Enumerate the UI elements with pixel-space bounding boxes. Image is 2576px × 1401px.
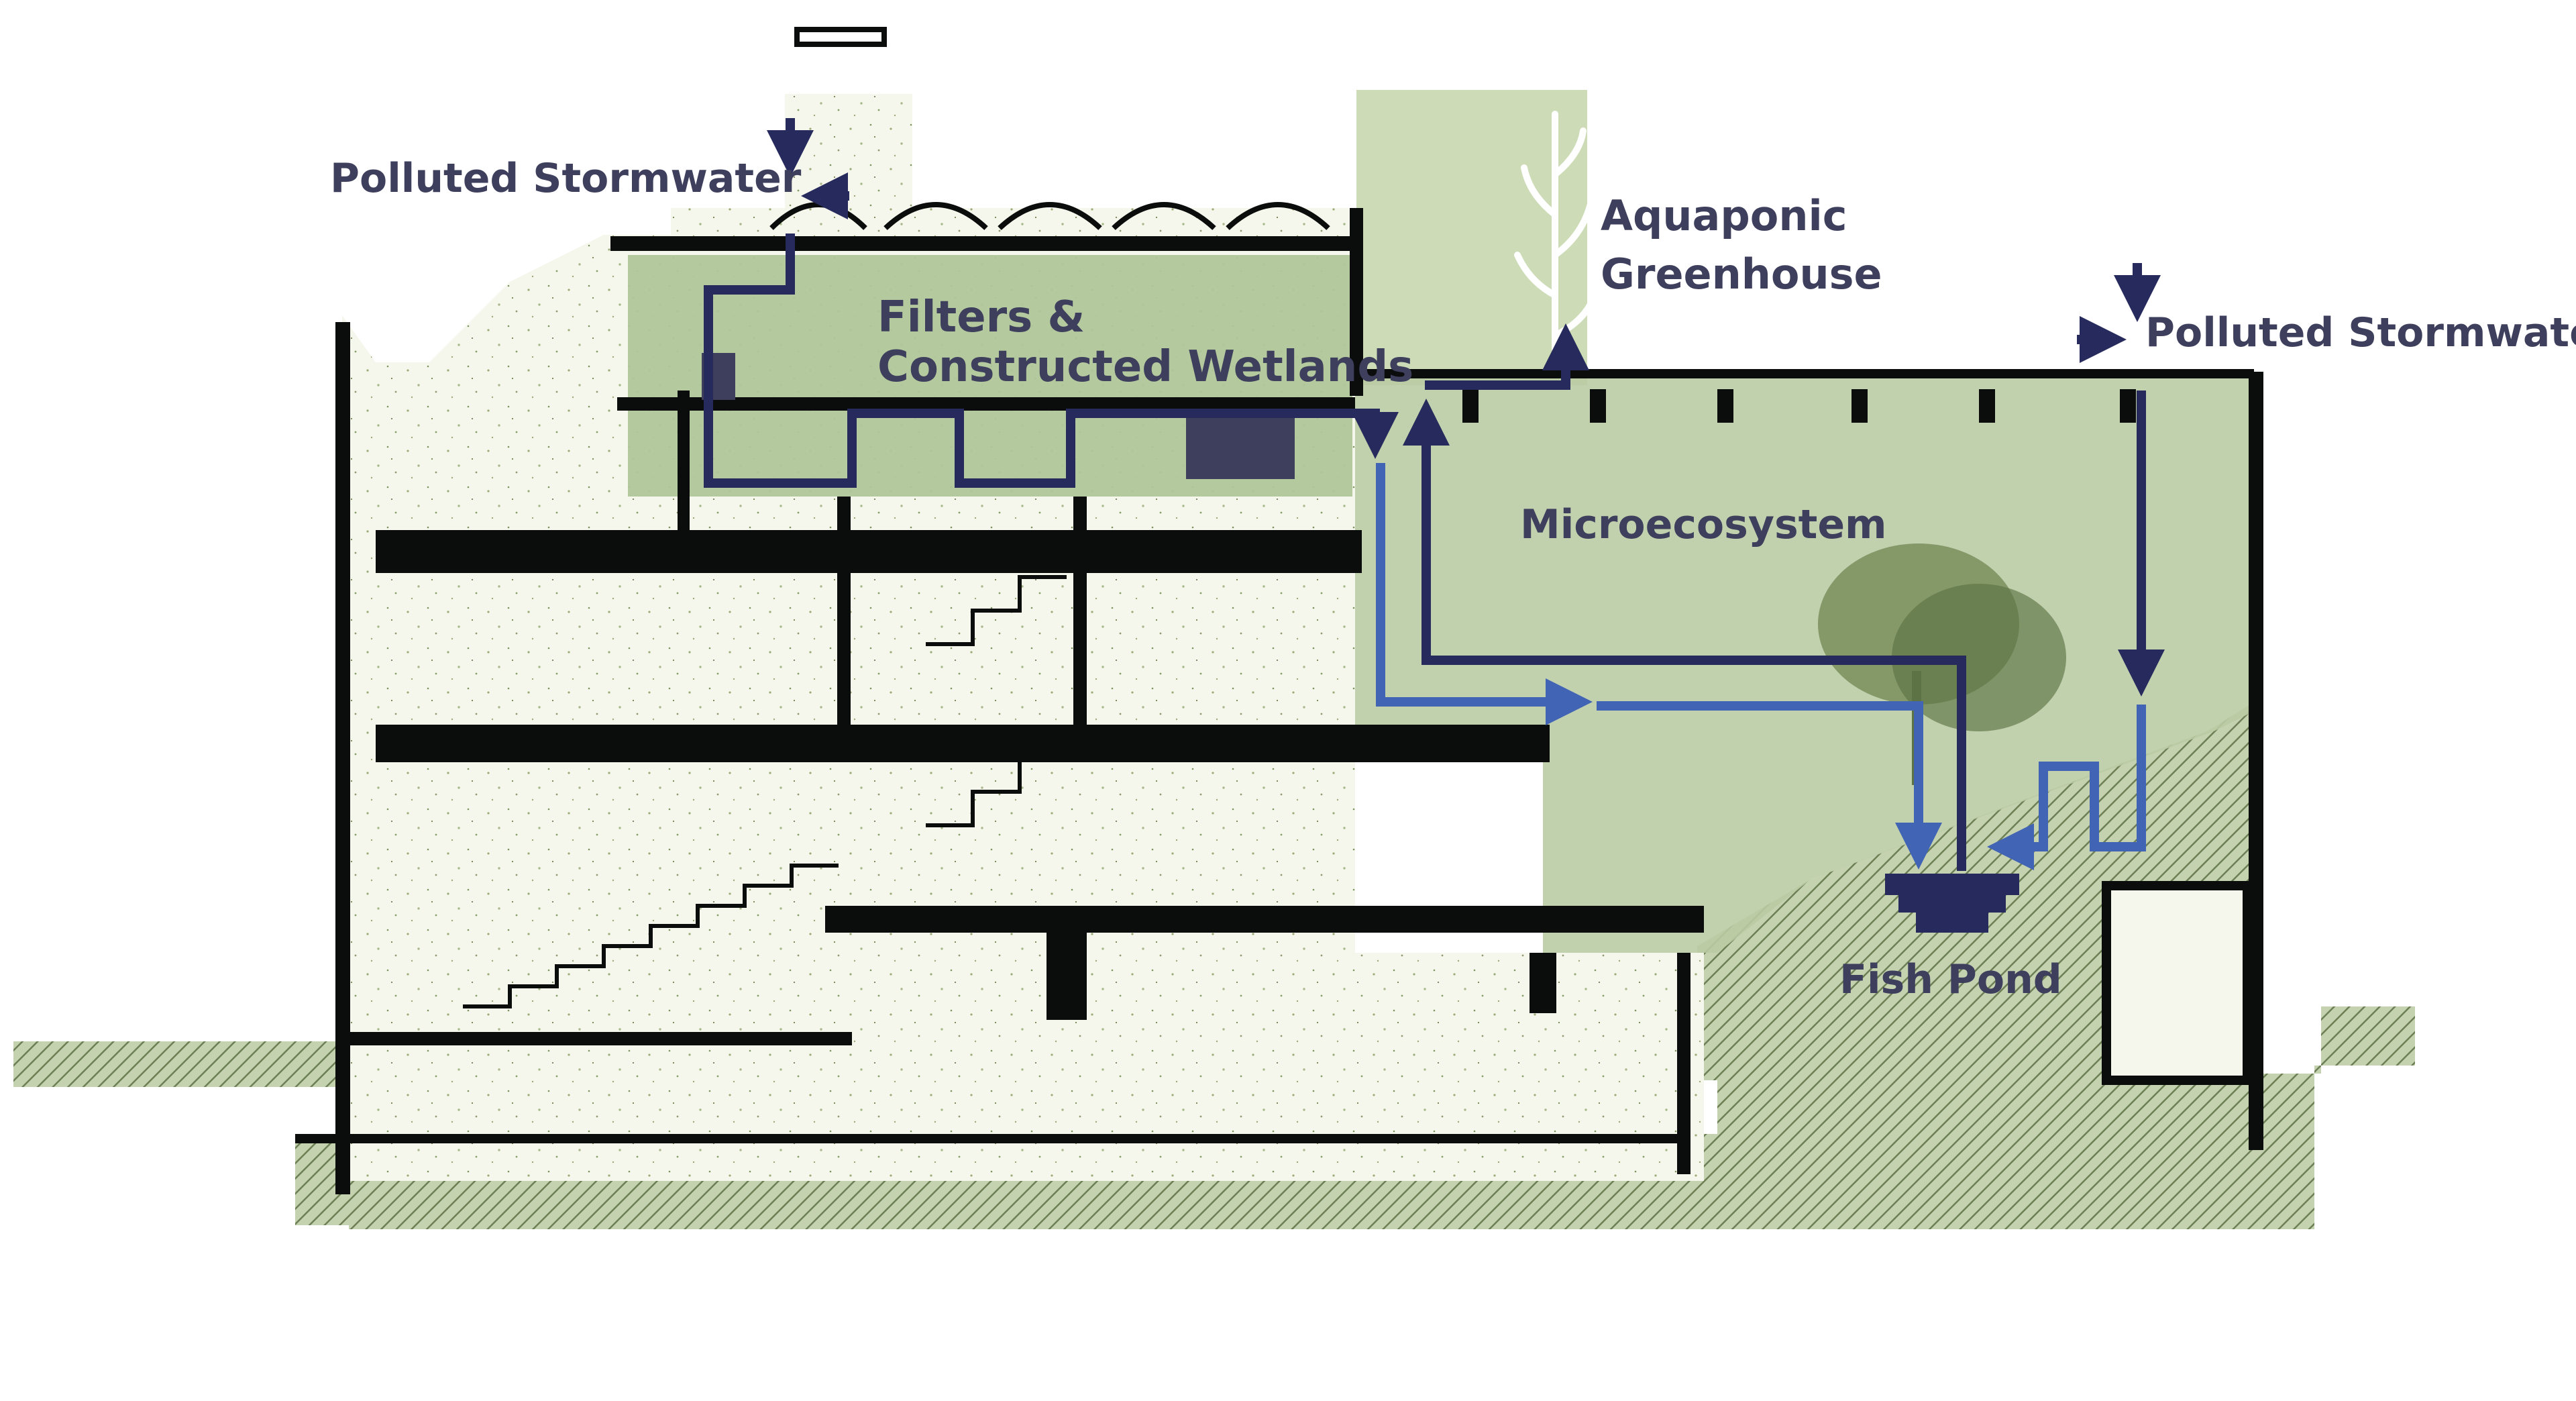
- flow-upper-pond: [1597, 701, 1942, 870]
- walls: [295, 27, 2263, 1194]
- corn-plant: [1514, 111, 1597, 352]
- label-microecosystem: Microecosystem: [1520, 501, 1887, 548]
- water-flows: [704, 118, 2165, 871]
- flow-dark-return: [1403, 399, 1966, 871]
- label-aquaponic-greenhouse: Aquaponic Greenhouse: [1601, 187, 1882, 303]
- label-fish-pond: Fish Pond: [1839, 956, 2062, 1003]
- flow-right-pond: [1987, 705, 2146, 870]
- label-greenhouse-line2: Greenhouse: [1601, 250, 1882, 299]
- filter-tank-right: [1186, 411, 1295, 479]
- flow-to-greenhouse: [1425, 323, 1589, 390]
- label-aquaponic-line1: Aquaponic: [1601, 191, 1847, 240]
- label-polluted-stormwater-left: Polluted Stormwater: [330, 155, 802, 202]
- fish-pond-basin: [1885, 874, 2019, 933]
- roof-arches: [769, 202, 1330, 230]
- label-polluted-stormwater-right: Polluted Stormwater: [2145, 309, 2576, 356]
- flow-microecosystem-down: [1376, 463, 1593, 725]
- stairs: [463, 575, 1067, 1008]
- flow-wetlands: [704, 234, 1399, 488]
- label-filters-line2: Constructed Wetlands: [877, 342, 1414, 392]
- label-filters-line1: Filters &: [877, 293, 1085, 342]
- label-filters-wetlands: Filters & Constructed Wetlands: [877, 293, 1413, 392]
